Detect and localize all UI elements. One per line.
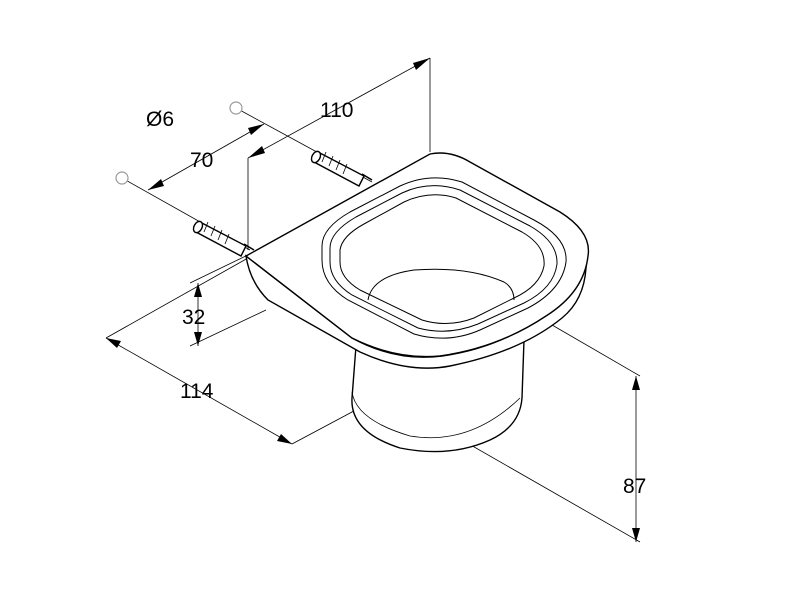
glass-cup — [351, 339, 525, 453]
label-plate-height: 32 — [182, 306, 205, 329]
label-depth-top: 110 — [320, 99, 353, 122]
hole-marker-right — [229, 101, 243, 115]
label-hole-spacing: 70 — [190, 149, 213, 172]
label-width: 114 — [180, 380, 214, 403]
label-hole-diameter: Ø6 — [146, 108, 174, 131]
hole-marker-left — [115, 171, 129, 185]
holder-body — [244, 152, 590, 369]
wall-plug-right — [310, 150, 373, 187]
label-cup-height: 87 — [623, 475, 646, 498]
wall-plug-left — [192, 220, 255, 257]
